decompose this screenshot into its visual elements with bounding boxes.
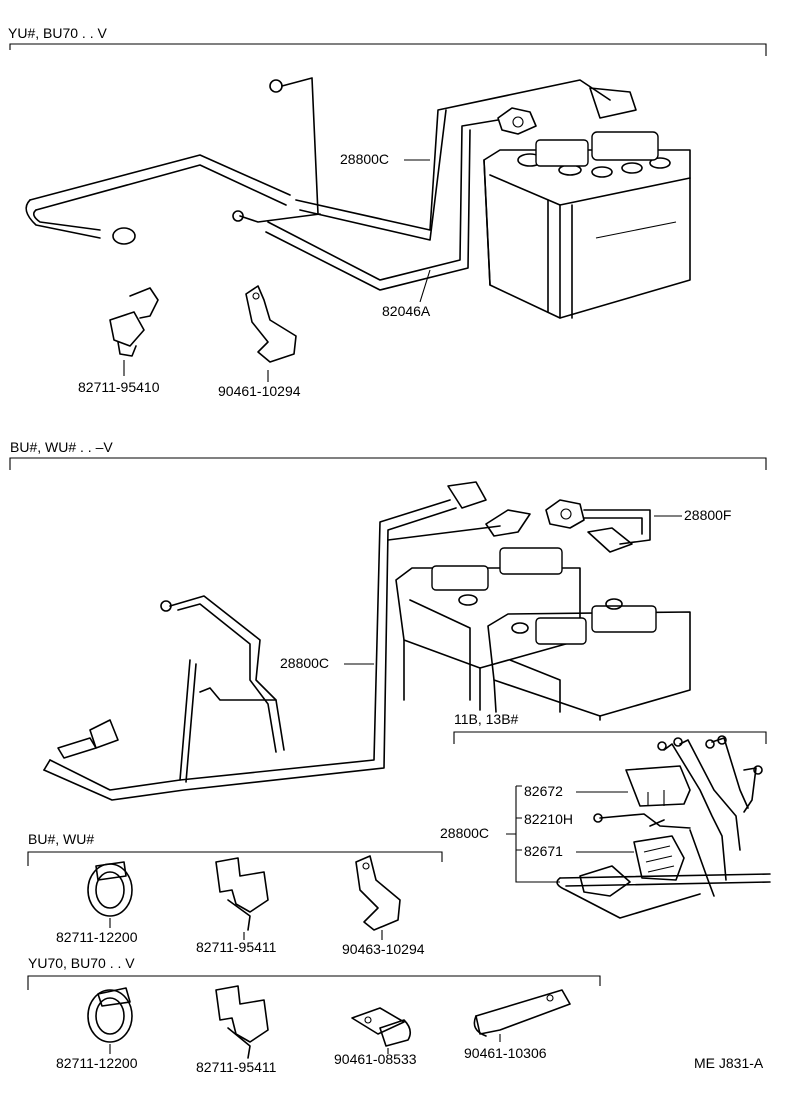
section-clamps-a-bracket	[27, 851, 443, 866]
bracket-90463-10294	[355, 855, 401, 940]
section-top-label: YU#, BU70 . . V	[8, 25, 107, 41]
label-28800c-top: 28800C	[340, 151, 389, 167]
cable-28800c-top	[25, 79, 637, 245]
section-clamps-a-label: BU#, WU#	[28, 831, 94, 847]
section-clamps-b-bracket	[27, 975, 601, 990]
harness-82046a	[265, 119, 499, 291]
label-28800c-mid: 28800C	[280, 655, 329, 671]
section-middle-bracket	[9, 457, 767, 470]
label-82672: 82672	[524, 783, 563, 799]
label-28800f: 28800F	[684, 507, 731, 523]
battery-top	[483, 131, 691, 319]
battery-pair	[395, 547, 691, 721]
section-top: YU#, BU70 . . V	[8, 25, 767, 399]
clamp-82711-12200-a	[87, 861, 133, 928]
terminal-90461-08533	[351, 1007, 412, 1054]
diagram-code: ME J831-A	[694, 1055, 764, 1071]
label-82711-12200-a: 82711-12200	[56, 929, 138, 945]
section-clamps-b: YU70, BU70 . . V 82711-12200 82711-95411…	[27, 955, 601, 1075]
label-82711-95411-b: 82711-95411	[196, 1059, 277, 1075]
label-28800c-inset: 28800C	[440, 825, 489, 841]
section-top-bracket	[9, 43, 767, 56]
relay-block-inset	[556, 735, 771, 919]
cable-28800f	[545, 499, 651, 553]
clamp-82711-12200-b	[87, 987, 133, 1054]
label-90461-10294: 90461-10294	[218, 383, 301, 399]
section-clamps-b-label: YU70, BU70 . . V	[28, 955, 135, 971]
clip-82711-95410	[109, 287, 159, 376]
label-82046a: 82046A	[382, 303, 431, 319]
inset-label: 11B, 13B#	[454, 711, 519, 727]
label-82671: 82671	[524, 843, 563, 859]
label-82210h: 82210H	[524, 811, 573, 827]
clip-82711-95411-a	[215, 857, 269, 940]
label-90461-08533: 90461-08533	[334, 1051, 417, 1067]
label-90463-10294: 90463-10294	[342, 941, 425, 957]
cable-28800c-mid	[43, 481, 531, 801]
bracket-90461-10306	[473, 989, 571, 1042]
section-middle-label: BU#, WU# . . –V	[10, 439, 113, 455]
section-clamps-a: BU#, WU# 82711-12200 82711-95411 90463-1…	[27, 831, 443, 957]
label-90461-10306: 90461-10306	[464, 1045, 547, 1061]
label-82711-95411-a: 82711-95411	[196, 939, 277, 955]
section-middle: BU#, WU# . . –V 28800F	[9, 439, 771, 919]
bracket-90461-10294	[245, 285, 297, 382]
wire-top	[232, 77, 321, 223]
label-82711-12200-b: 82711-12200	[56, 1055, 138, 1071]
inset-bracket	[453, 731, 767, 744]
clip-82711-95411-b	[215, 985, 269, 1059]
label-82711-95410: 82711-95410	[78, 379, 160, 395]
